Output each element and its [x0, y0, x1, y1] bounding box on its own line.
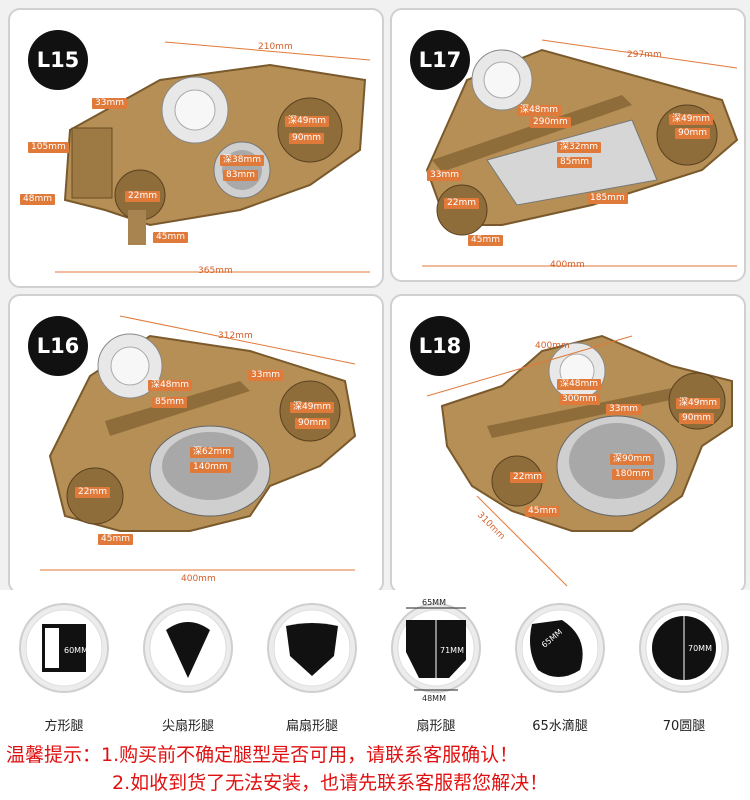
dim-label: 22mm: [125, 191, 160, 202]
tip-line-2: 2.如收到货了无法安装，也请先联系客服帮您解决！: [112, 772, 549, 794]
dim-label: 90mm: [679, 413, 714, 424]
dim-label: 深48mm: [557, 379, 601, 390]
dimension-text: 60MM: [64, 646, 88, 655]
dim-label: 45mm: [153, 232, 188, 243]
dim-label: 深48mm: [517, 105, 561, 116]
dim-label: 深90mm: [610, 454, 654, 465]
dim-label: 90mm: [289, 133, 324, 144]
dim-label: 深48mm: [148, 380, 192, 391]
dim-label: 90mm: [675, 128, 710, 139]
dim-label: 22mm: [75, 487, 110, 498]
leg-type-waterdrop: 65MM 65水滴腿: [498, 590, 622, 734]
dim-label: 400mm: [550, 260, 585, 270]
tip-line-1: 温馨提示：1.购买前不确定腿型是否可用，请联系客服确认！: [6, 744, 519, 766]
model-badge: L17: [410, 30, 470, 90]
leg-type-name: 70圆腿: [662, 719, 706, 734]
panel-l17: L17 297mm 深48mm 290mm 深32mm 85mm 深49mm 9…: [390, 8, 746, 282]
dimension-text: 70MM: [688, 644, 712, 653]
leg-type-name: 扁扇形腿: [285, 719, 338, 734]
dim-label: 297mm: [627, 50, 662, 60]
dim-label: 深49mm: [669, 114, 713, 125]
round-leg-icon: [639, 603, 729, 693]
leg-type-pointed-fan: 尖扇形腿: [126, 590, 250, 734]
dim-label: 400mm: [181, 574, 216, 584]
dim-label: 290mm: [530, 117, 571, 128]
dim-label: 45mm: [98, 534, 133, 545]
dim-label: 300mm: [559, 394, 600, 405]
leg-types-section: 60MM 方形腿 尖扇形腿 扁扇形腿 65MM 71MM 48MM 扇形腿: [0, 590, 750, 800]
dim-label: 48mm: [20, 194, 55, 205]
model-badge: L15: [28, 30, 88, 90]
dim-label: 深32mm: [557, 142, 601, 153]
dim-label: 83mm: [223, 170, 258, 181]
product-image-l15: [55, 41, 371, 273]
pointed-fan-leg-icon: [143, 603, 233, 693]
dimension-text: 65MM: [422, 598, 446, 607]
leg-type-fan: 65MM 71MM 48MM 扇形腿: [374, 590, 498, 734]
dim-label: 33mm: [427, 170, 462, 181]
panel-l15: L15 210mm 33mm 105mm 48mm 深49mm 90mm 深38…: [8, 8, 384, 288]
dimension-text: 71MM: [440, 646, 464, 655]
dim-label: 深49mm: [285, 116, 329, 127]
leg-type-square: 60MM 方形腿: [2, 590, 126, 734]
dim-label: 180mm: [612, 469, 653, 480]
dim-label: 45mm: [468, 235, 503, 246]
product-image-l17: [422, 39, 739, 267]
panel-l18: L18 400mm 深48mm 300mm 33mm 深49mm 90mm 深9…: [390, 294, 746, 594]
dim-label: 深62mm: [190, 447, 234, 458]
dim-label: 185mm: [587, 193, 628, 204]
leg-type-name: 尖扇形腿: [161, 719, 214, 734]
dim-label: 140mm: [190, 462, 231, 473]
fan-leg-icon: [391, 603, 481, 693]
dim-label: 365mm: [198, 266, 233, 276]
leg-type-name: 65水滴腿: [532, 719, 588, 734]
dim-label: 22mm: [444, 198, 479, 209]
leg-type-name: 扇形腿: [416, 719, 456, 734]
flat-fan-leg-icon: [267, 603, 357, 693]
waterdrop-leg-icon: [515, 603, 605, 693]
dim-label: 45mm: [525, 506, 560, 517]
dim-label: 90mm: [295, 418, 330, 429]
leg-type-round: 70MM 70圆腿: [622, 590, 746, 734]
leg-type-flat-fan: 扁扇形腿: [250, 590, 374, 734]
dim-label: 33mm: [606, 404, 641, 415]
dim-label: 33mm: [248, 370, 283, 381]
model-badge: L18: [410, 316, 470, 376]
dim-label: 深49mm: [676, 398, 720, 409]
panel-l16: L16 312mm 深48mm 85mm 33mm 深49mm 90mm 深62…: [8, 294, 384, 594]
dim-label: 85mm: [152, 397, 187, 408]
dim-label: 33mm: [92, 98, 127, 109]
dim-label: 105mm: [28, 142, 69, 153]
model-badge: L16: [28, 316, 88, 376]
dim-label: 400mm: [535, 341, 570, 351]
dim-label: 深38mm: [220, 155, 264, 166]
leg-type-name: 方形腿: [44, 719, 84, 734]
dimension-text: 48MM: [422, 694, 446, 703]
dim-label: 312mm: [218, 331, 253, 341]
square-leg-icon: [19, 603, 109, 693]
dim-label: 210mm: [258, 42, 293, 52]
dim-label: 深49mm: [290, 402, 334, 413]
dim-label: 22mm: [510, 472, 545, 483]
dim-label: 85mm: [557, 157, 592, 168]
